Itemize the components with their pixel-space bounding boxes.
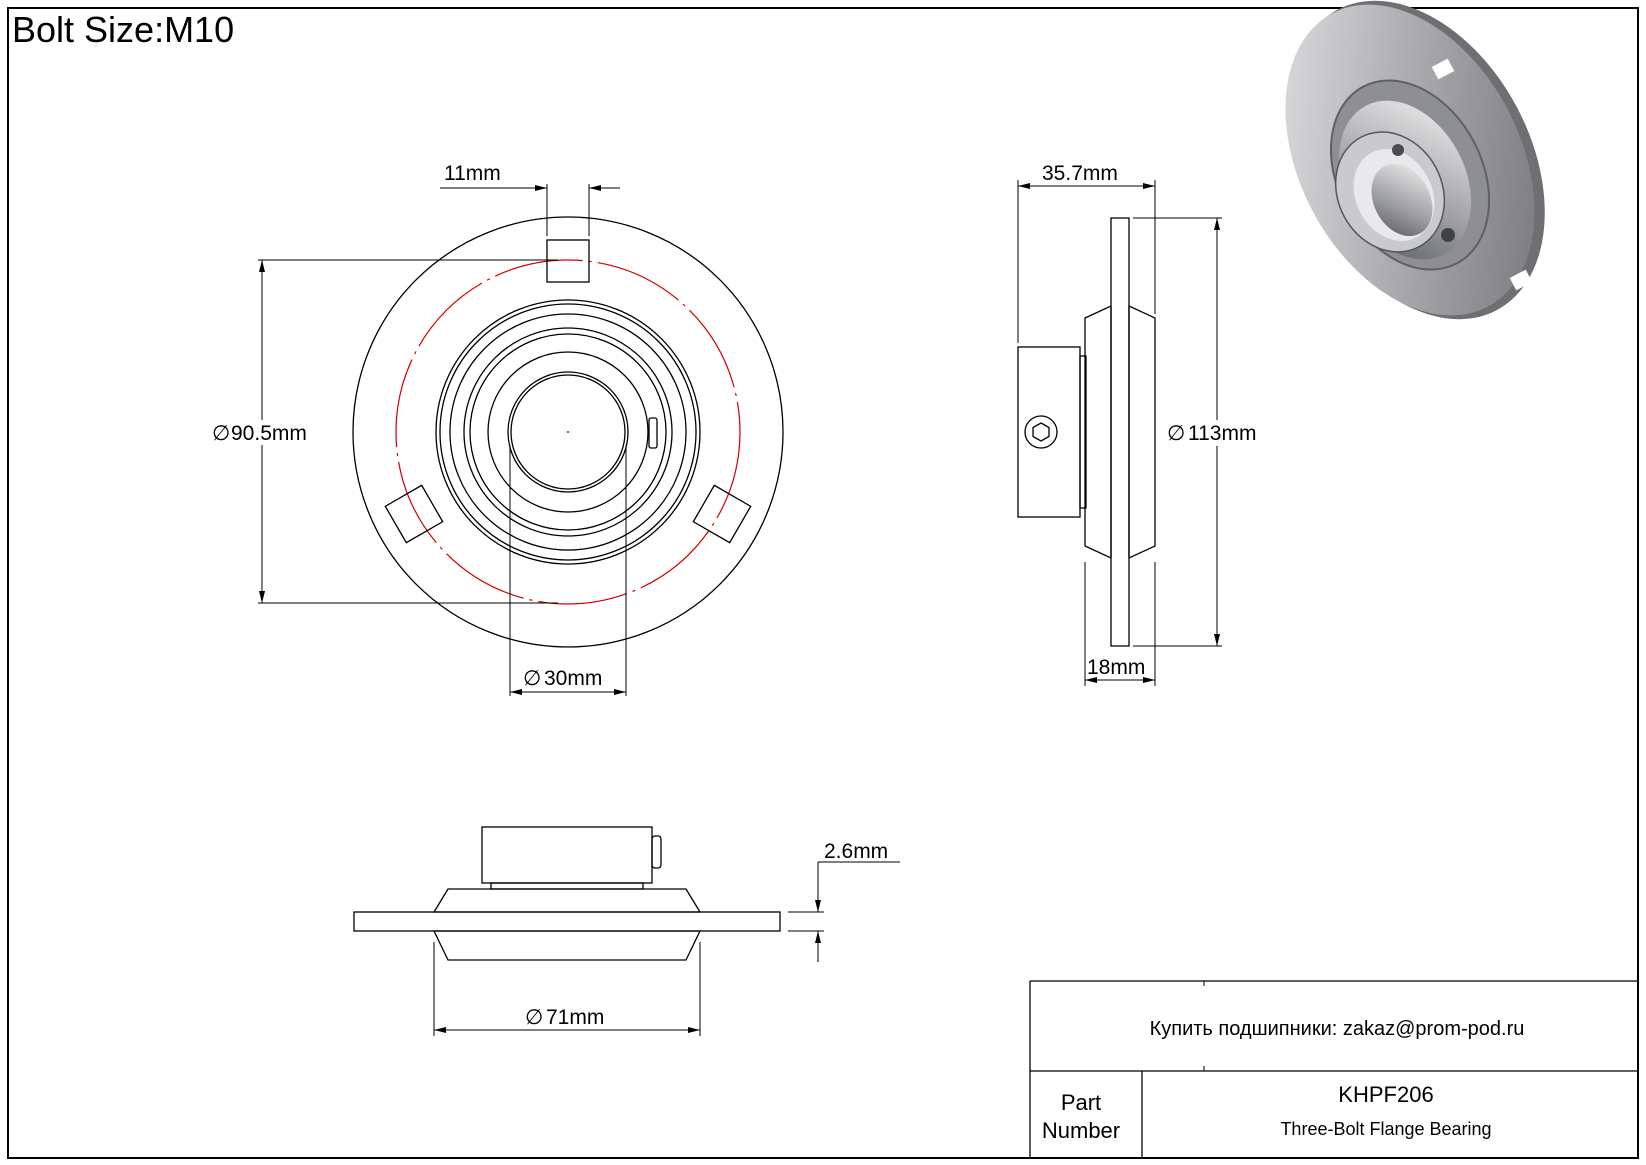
diameter-symbol: ∅ (525, 1006, 543, 1029)
contact-text: Купить подшипники: zakaz@prom-pod.ru (1150, 1018, 1525, 1040)
setscrew-side (1024, 415, 1058, 449)
sheet-border (7, 7, 1639, 1159)
dim-flange-diameter: 113mm (1188, 422, 1256, 445)
flange-plate-side (1110, 217, 1130, 647)
bolt-slot-right (692, 484, 752, 544)
part-description: Three-Bolt Flange Bearing (1280, 1119, 1491, 1139)
dim-flange-thickness: 2.6mm (824, 840, 888, 863)
bolt-slot-left (384, 484, 444, 544)
bearing-3d-render (1285, 0, 1545, 320)
dim-slot-width: 11mm (444, 162, 501, 185)
housing-bottom (432, 888, 702, 913)
bolt-size-title: Bolt Size:M10 (12, 9, 234, 50)
dim-total-width: 35.7mm (1042, 162, 1118, 185)
dim-bore: 30mm (544, 667, 602, 690)
side-view (1017, 180, 1222, 686)
bolt-slot-top (546, 239, 590, 283)
diameter-symbol: ∅ (212, 422, 230, 445)
flange-outline (352, 216, 784, 648)
diameter-symbol: ∅ (523, 667, 541, 690)
diameter-symbol: ∅ (1167, 422, 1185, 445)
setscrew-boss (648, 417, 658, 449)
dim-housing-diameter: 71mm (546, 1006, 604, 1029)
part-number: KHPF206 (1338, 1082, 1433, 1107)
flange-plate-bottom (353, 911, 781, 932)
dim-bolt-circle: 90.5mm (231, 422, 307, 445)
front-view (258, 184, 784, 696)
housing-side (1084, 304, 1112, 560)
part-label-line2: Number (1042, 1118, 1120, 1143)
bottom-view (353, 826, 900, 1036)
bore-outline (507, 371, 629, 493)
collar-bottom (481, 826, 653, 884)
part-label-line1: Part (1061, 1090, 1101, 1115)
title-block (1029, 980, 1638, 1158)
bolt-circle (395, 259, 741, 605)
dim-housing-width: 18mm (1087, 656, 1145, 679)
